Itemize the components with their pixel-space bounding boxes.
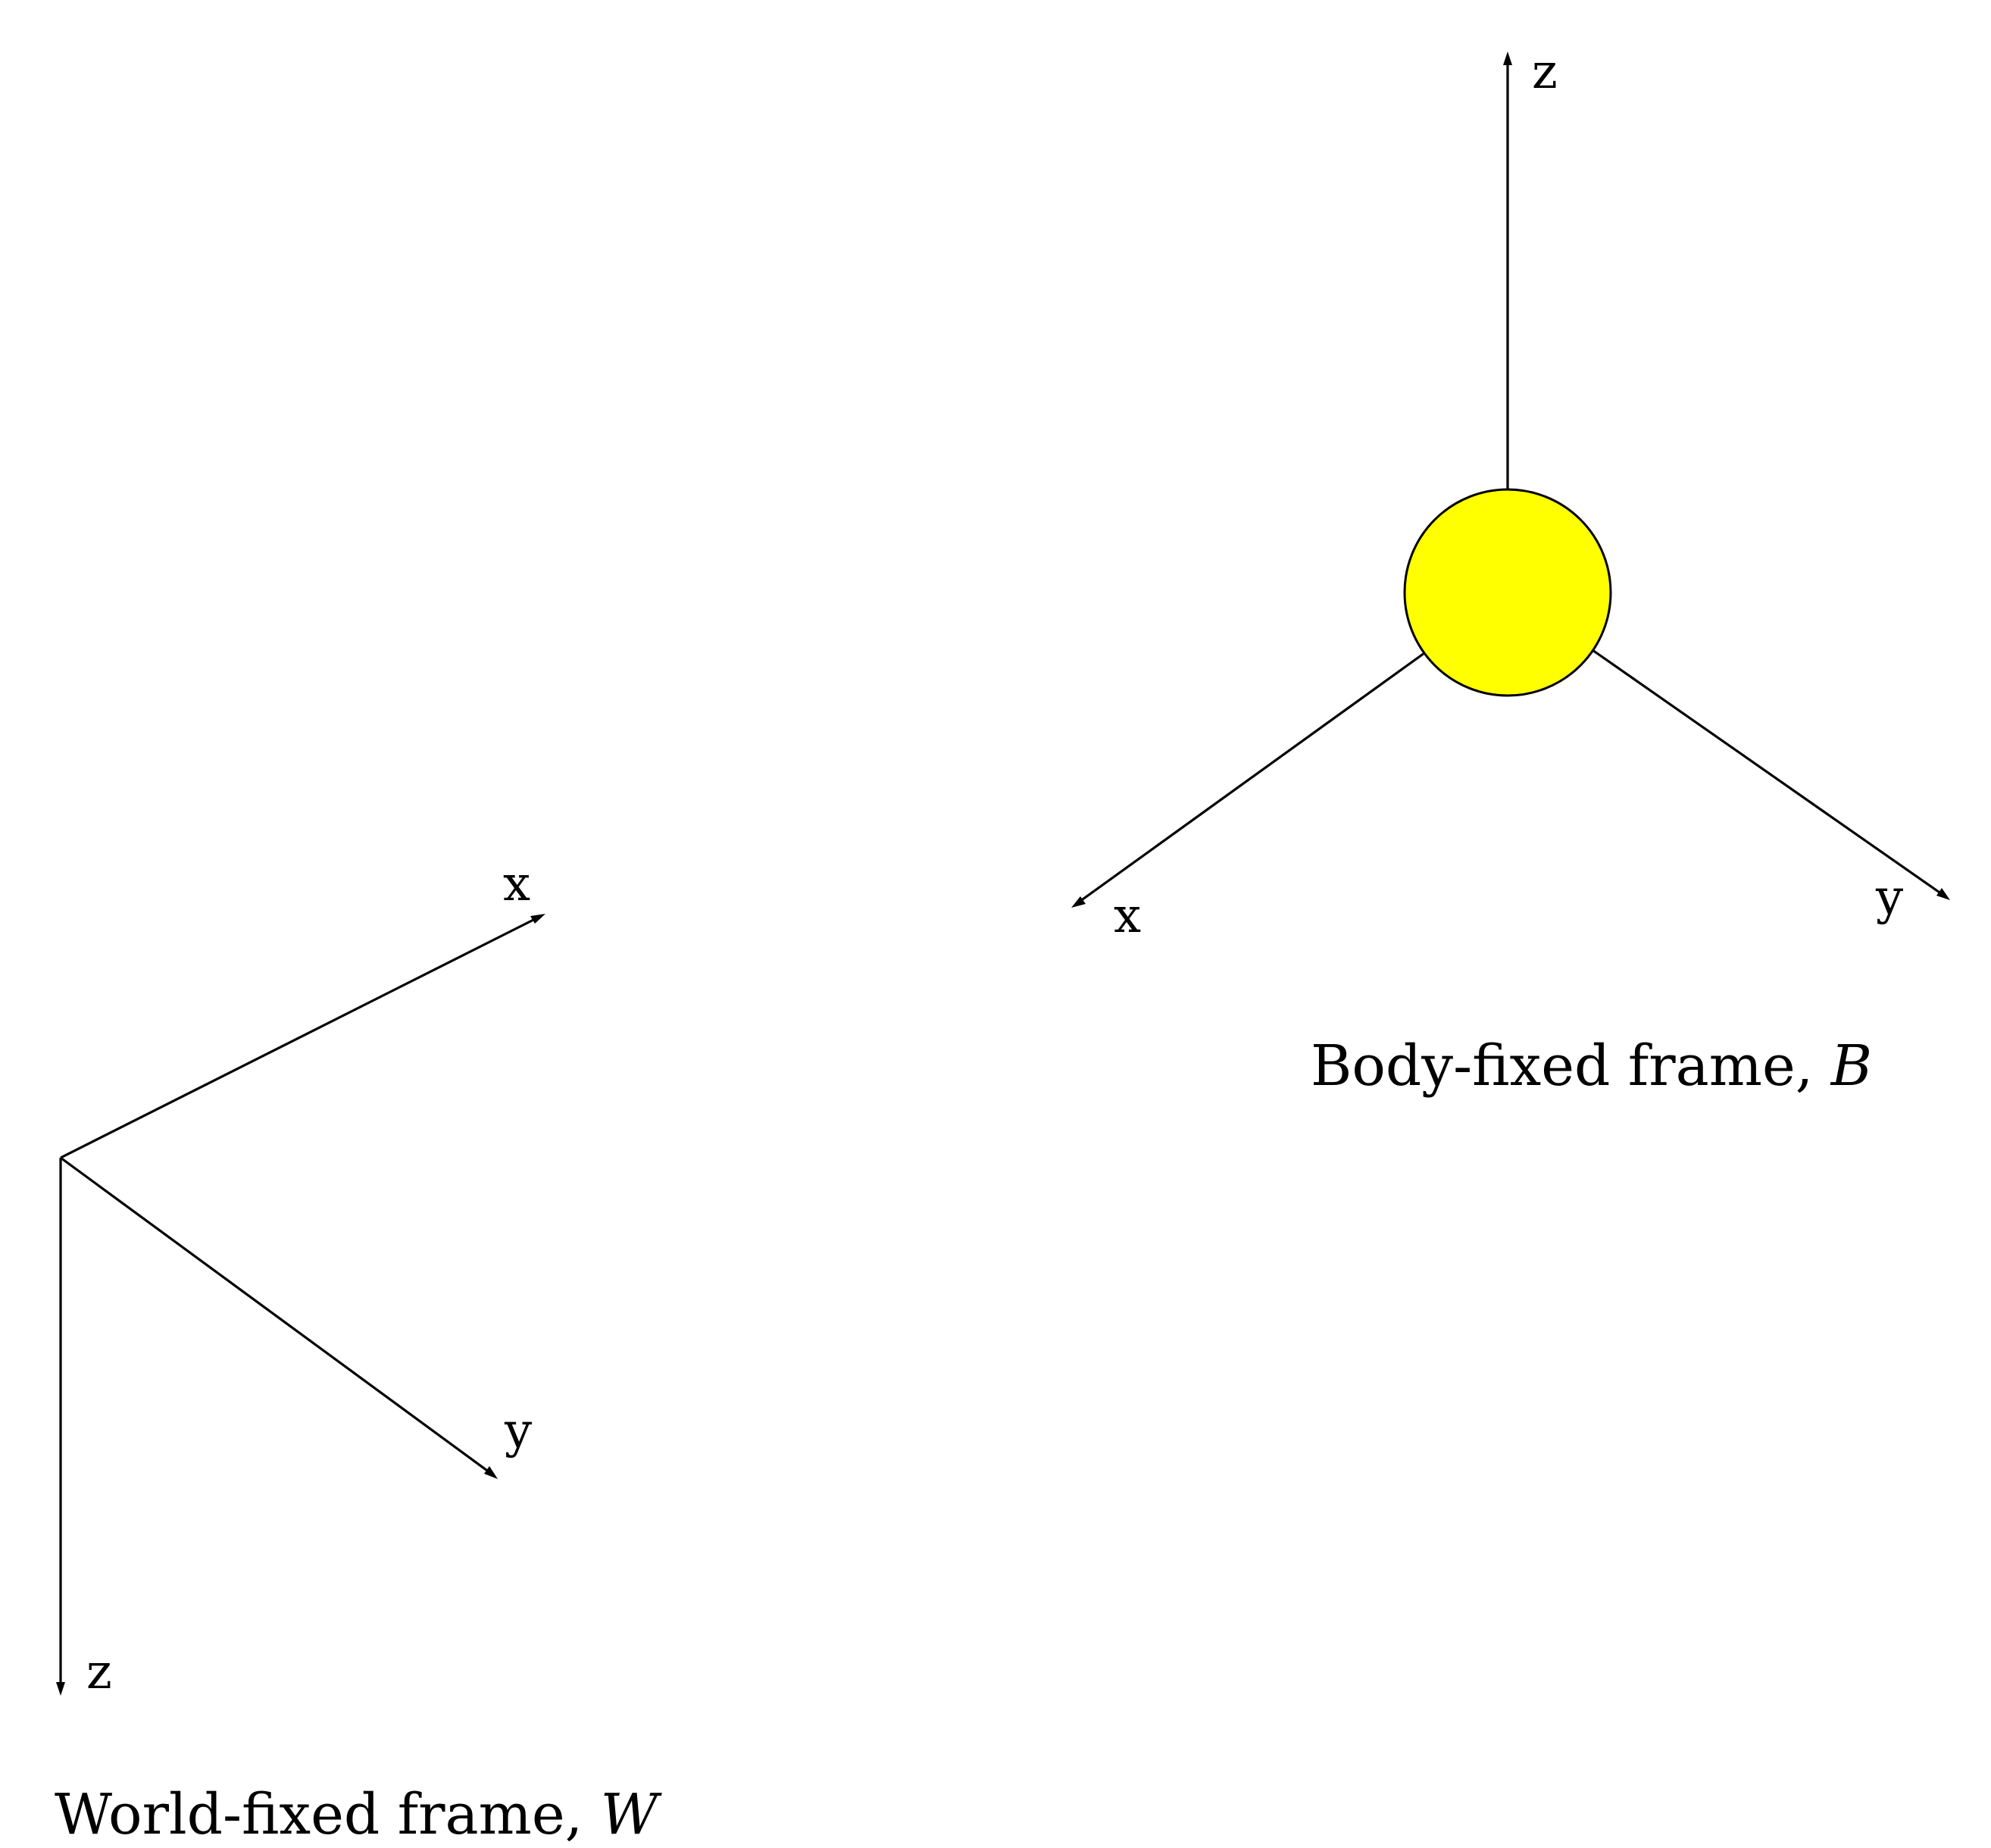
body-y-label: y xyxy=(1875,870,1903,926)
body-y-axis xyxy=(1592,649,1950,900)
world-frame: x y z World-fixed frame, W xyxy=(55,856,663,1847)
world-y-arrowhead xyxy=(484,1466,498,1479)
body-sphere xyxy=(1403,488,1612,697)
world-x-label: x xyxy=(503,856,530,912)
world-frame-caption: World-fixed frame, W xyxy=(55,1782,663,1847)
world-x-axis xyxy=(60,914,545,1159)
body-x-label: x xyxy=(1114,888,1141,944)
body-z-label: z xyxy=(1532,44,1558,100)
world-frame-caption-text: World-fixed frame, xyxy=(55,1782,601,1847)
world-z-arrowhead xyxy=(56,1682,65,1696)
body-frame: z x y Body-fixed frame, B xyxy=(1071,44,1950,1099)
body-x-arrowhead xyxy=(1071,896,1086,908)
world-x-arrowhead xyxy=(530,914,545,924)
world-y-axis xyxy=(60,1156,498,1479)
body-x-axis xyxy=(1071,652,1425,908)
body-frame-caption-text: Body-fixed frame, xyxy=(1311,1033,1831,1099)
body-y-arrowhead xyxy=(1936,888,1950,900)
body-frame-symbol: B xyxy=(1830,1033,1872,1099)
world-z-axis xyxy=(56,1158,65,1696)
world-frame-symbol: W xyxy=(601,1782,663,1847)
world-y-label: y xyxy=(504,1403,532,1459)
body-z-arrowhead xyxy=(1503,52,1512,65)
body-frame-caption: Body-fixed frame, B xyxy=(1311,1033,1872,1099)
body-z-axis xyxy=(1503,52,1512,494)
world-z-label: z xyxy=(86,1644,112,1700)
